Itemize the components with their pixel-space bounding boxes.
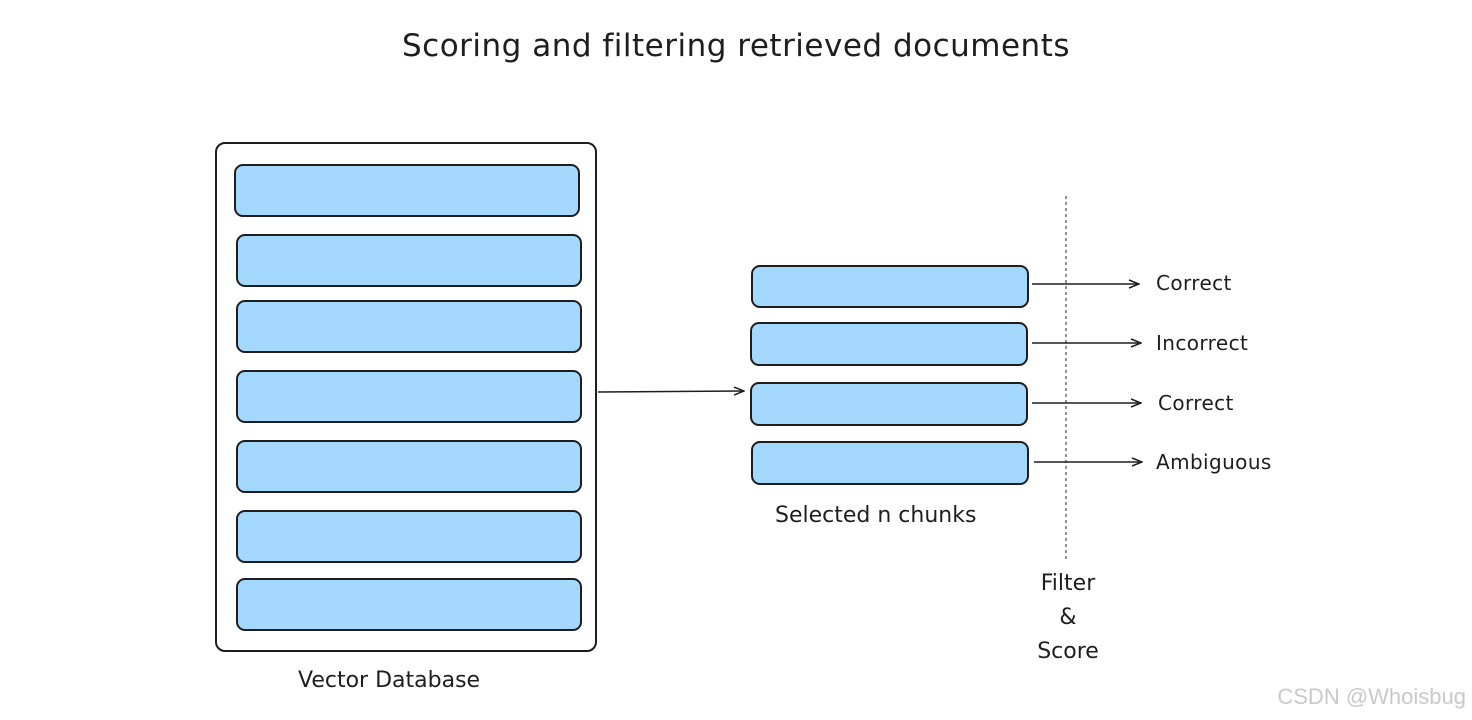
database-chunk [234,164,580,217]
vector-database-container [215,142,597,652]
filter-label-line: Score [1037,639,1099,664]
database-chunk [236,578,582,631]
outcome-label: Correct [1156,271,1232,295]
filter-label-line: & [1059,605,1077,630]
database-chunk [236,370,582,423]
watermark-text: CSDN @Whoisbug [1277,684,1466,709]
database-chunk [236,300,582,353]
selected-chunk [750,382,1028,426]
database-chunk [236,440,582,493]
selected-chunk [751,265,1029,308]
selected-chunk [750,322,1028,366]
outcome-label: Incorrect [1156,331,1249,355]
outcome-label: Ambiguous [1156,450,1272,474]
filter-label-line: Filter [1040,571,1096,596]
selected-chunks-label: Selected n chunks [775,503,977,528]
outcome-label: Correct [1158,391,1234,415]
database-to-chunks-arrow [597,391,744,392]
diagram-title: Scoring and filtering retrieved document… [401,28,1071,64]
filter-score-label: Filter & Score [1020,567,1116,669]
database-chunk [236,510,582,563]
selected-chunk [751,441,1029,485]
database-chunk [236,234,582,287]
vector-database-label: Vector Database [298,668,481,693]
